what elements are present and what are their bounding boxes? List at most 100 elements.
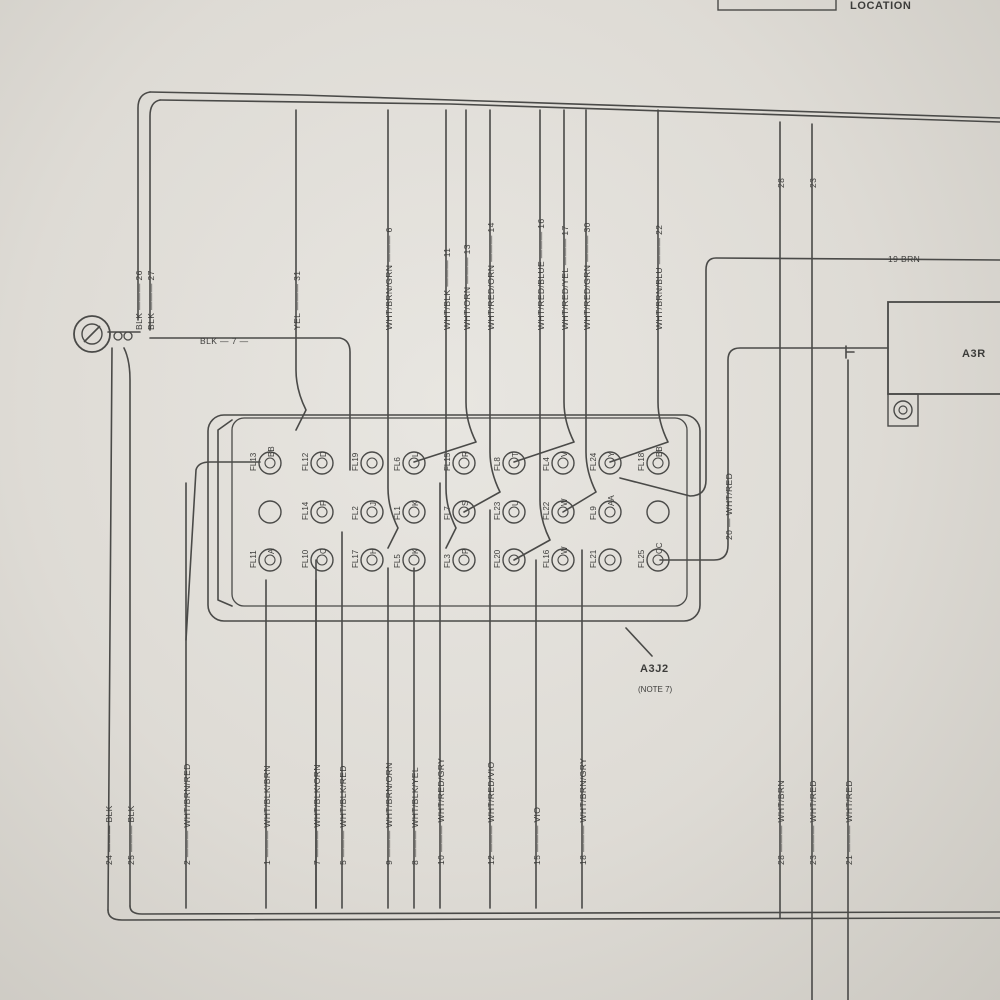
bottom-wire-label: 8 ——— WHT/BLK/YEL — [410, 767, 420, 865]
bottom-wire-label: 25 ——— BLK — [126, 805, 136, 865]
pin-label: FL25 — [637, 549, 646, 568]
top-wire-label: WHT/ORN ——— 13 — [462, 244, 472, 330]
bottom-wire-label: 1 ——— WHT/BLK/BRN — [262, 765, 272, 865]
pin-letter: BB — [267, 446, 276, 457]
top-wire — [513, 109, 551, 561]
pin-letter: AA — [607, 495, 616, 506]
bottom-bus-outer — [107, 909, 1000, 921]
pin-letter: W — [560, 498, 569, 506]
connector-pin: FL2 J — [351, 500, 384, 524]
wire-27-drop — [149, 99, 161, 331]
top-wire-label: WHT/BLK ——— 11 — [442, 248, 452, 330]
connector-pin: FL7 S — [443, 500, 476, 524]
connector-pin: FL19 — [351, 451, 384, 475]
pin-label: FL14 — [301, 501, 310, 520]
component-label: A3R — [962, 348, 986, 360]
pin-label: FL8 — [493, 457, 502, 471]
connector-edge-left — [217, 419, 233, 607]
pin-label: FL2 — [351, 506, 360, 520]
wire-25-vertical — [123, 347, 131, 907]
bottom-wire-label: 28 ——— WHT/BRN — [776, 780, 786, 865]
top-bus-inner — [159, 99, 1000, 123]
bottom-wire-label: 21 ——— WHT/RED — [844, 780, 854, 865]
pin-letter: W — [560, 546, 569, 554]
pin-label: FL7 — [443, 506, 452, 520]
top-wire-label: WHT/RED/GRN ——— 30 — [582, 222, 592, 330]
top-wire-label: WHT/RED/BLUE ——— 16 — [536, 218, 546, 330]
pin-letter: H — [369, 548, 378, 554]
connector-pin: FL8 T — [493, 451, 526, 475]
connector-leader-line — [625, 627, 653, 657]
bottom-wire-label: 12 ——— WHT/RED/VIO — [486, 761, 496, 865]
a3r-terminal-mark — [845, 345, 855, 359]
pin-letter: Y — [607, 451, 616, 457]
pin-label: FL3 — [443, 554, 452, 568]
connector-pin — [646, 500, 670, 524]
pin-letter: F — [319, 501, 328, 506]
bottom-wire-label: 10 ——— WHT/RED/GRY — [436, 758, 446, 865]
pin-letter: C — [319, 548, 328, 554]
bottom-wire-label: 23 ——— WHT/RED — [808, 780, 818, 865]
pin-letter: V — [560, 451, 569, 457]
pin-letter: K — [411, 548, 420, 554]
bottom-wire-label: 9 ——— WHT/BRN/ORN — [384, 762, 394, 865]
top-wire-label: 23 — [808, 178, 818, 188]
connector-name: A3J2 — [640, 663, 669, 675]
pin-letter: S — [461, 501, 470, 506]
bottom-wire-label: 24 ——— BLK — [104, 805, 114, 865]
pin-label: FL21 — [589, 549, 598, 568]
bottom-wire-label: 2 ——— WHT/BRN/RED — [182, 763, 192, 865]
wire-2-route — [185, 461, 261, 641]
wire-7-label: BLK — 7 — — [200, 336, 249, 346]
pin-letter: T — [511, 452, 520, 457]
connector-pin: FL25 CC — [637, 542, 670, 572]
bottom-bus-inner — [129, 905, 1000, 915]
top-wire-label: BLK ——— 26 — [134, 270, 144, 330]
top-wire — [295, 109, 307, 431]
pin-label: FL6 — [393, 457, 402, 471]
top-wire-label: WHT/BRN/GRN ——— 6 — [384, 227, 394, 330]
pin-label: FL16 — [542, 549, 551, 568]
wire-19-label: 19 BRN — [888, 254, 920, 264]
pin-letter: U — [511, 500, 520, 506]
connector-note: (NOTE 7) — [638, 685, 673, 694]
bottom-wire-label: 18 ——— WHT/BRN/GRY — [578, 758, 588, 865]
bottom-wire-label: 15 ——— VIO — [532, 807, 542, 865]
top-wire-label: BLK ——— 27 — [146, 270, 156, 330]
pin-label: FL24 — [589, 452, 598, 471]
pin-label: FL5 — [393, 554, 402, 568]
pin-label: FL1 — [393, 506, 402, 520]
top-wire-label: WHT/RED/YEL ——— 17 — [560, 225, 570, 330]
wire-19-brn — [619, 257, 1000, 497]
pin-letter: J — [369, 502, 378, 506]
connector-pin — [258, 500, 282, 524]
pin-letter: BB — [655, 446, 664, 457]
bottom-wire-label: 7 ——— WHT/BLK/ORN — [312, 764, 322, 865]
location-title: LOCATION — [850, 0, 911, 12]
pin-letter: D — [319, 451, 328, 457]
pin-letter: A — [267, 548, 276, 554]
pin-label: FL20 — [493, 549, 502, 568]
top-wire — [609, 109, 669, 463]
connector-pin: FL20 — [493, 548, 526, 572]
connector-pin: FL14 F — [301, 500, 334, 524]
component-a3r: A3R — [887, 301, 1000, 427]
connector-a3j2 — [207, 414, 701, 622]
pin-label: FL9 — [589, 506, 598, 520]
ground-terminal-icon — [73, 315, 141, 353]
top-wire — [562, 109, 597, 513]
pin-label: FL10 — [301, 549, 310, 568]
pin-label: FL18 — [637, 452, 646, 471]
pin-letter: CC — [655, 542, 664, 554]
top-bus-outer — [149, 91, 1000, 119]
connector-pin: FL24 Y — [589, 451, 622, 475]
